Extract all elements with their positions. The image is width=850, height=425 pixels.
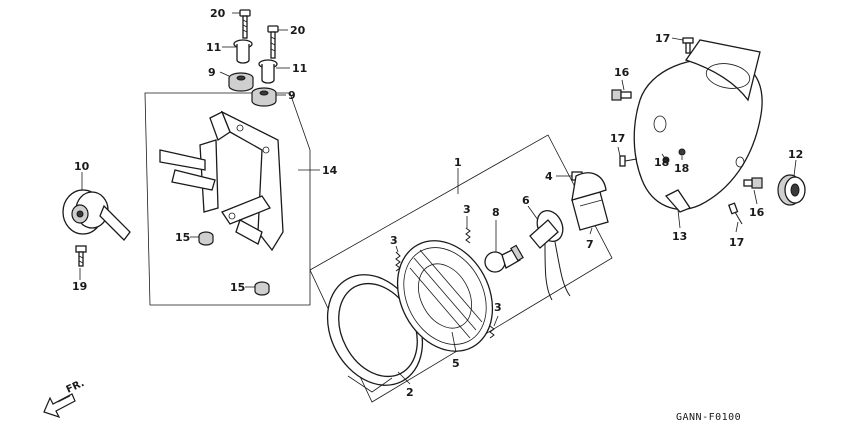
headlight-bulb (484, 244, 524, 273)
callout-8: 8 (492, 206, 500, 219)
callout-20-right: 20 (290, 24, 306, 37)
callout-7: 7 (586, 238, 594, 251)
callout-16-right: 16 (749, 206, 765, 219)
headlight-rim (326, 274, 424, 393)
callout-3-bottom: 3 (494, 301, 502, 314)
front-marker-label: FR. (65, 378, 86, 396)
callout-3-top: 3 (463, 203, 471, 216)
callout-13: 13 (672, 230, 687, 243)
callout-3-left: 3 (390, 234, 398, 247)
diagram-code: GANN-F0100 (676, 412, 741, 423)
horn (62, 189, 131, 241)
callout-14: 14 (322, 164, 338, 177)
front-arrow-icon (43, 393, 76, 419)
callout-18-left: 18 (654, 156, 669, 169)
callout-2: 2 (406, 386, 414, 399)
headlight-lens (396, 240, 494, 352)
callout-18-right: 18 (674, 162, 689, 175)
callout-17-bottom: 17 (729, 236, 744, 249)
callout-11-right: 11 (292, 62, 307, 75)
bolt-16-right (743, 177, 763, 189)
bolt-20-right (267, 25, 279, 59)
callout-16-left: 16 (614, 66, 630, 79)
bulb-socket (529, 209, 571, 301)
bolt-19 (75, 245, 87, 267)
spring-3-left (395, 251, 401, 272)
grommet-9-left (228, 72, 254, 92)
screw-17-top (682, 37, 694, 54)
collar-11-left (233, 39, 253, 64)
headlight-bracket (159, 110, 284, 252)
callout-1: 1 (454, 156, 462, 169)
connector-cover (571, 172, 609, 231)
callout-5: 5 (452, 357, 460, 370)
callout-15-upper: 15 (175, 231, 190, 244)
callout-19: 19 (72, 280, 87, 293)
callout-9-left: 9 (208, 66, 216, 79)
callout-10: 10 (74, 160, 90, 173)
callout-4: 4 (545, 170, 553, 183)
callout-17-top: 17 (655, 32, 670, 45)
grommet-12 (777, 174, 806, 206)
callout-17-middle: 17 (610, 132, 625, 145)
screw-17-bottom (727, 202, 743, 225)
callout-15-lower: 15 (230, 281, 245, 294)
bolt-20-left (239, 9, 251, 39)
spring-3-top (465, 227, 471, 244)
callout-6: 6 (522, 194, 530, 207)
callout-20-left: 20 (210, 7, 226, 20)
spring-3-bottom (489, 325, 495, 339)
headlight-case (633, 39, 763, 213)
leader-lines (79, 12, 797, 385)
nut-15-upper (198, 231, 214, 246)
callout-9-right: 9 (288, 89, 296, 102)
collar-11-right (258, 59, 278, 84)
nut-15-lower (254, 281, 270, 296)
bolt-16-left (611, 89, 632, 101)
callout-11-left: 11 (206, 41, 221, 54)
screw-17-middle (619, 155, 638, 167)
grommet-9-right (251, 87, 277, 107)
callout-12: 12 (788, 148, 803, 161)
